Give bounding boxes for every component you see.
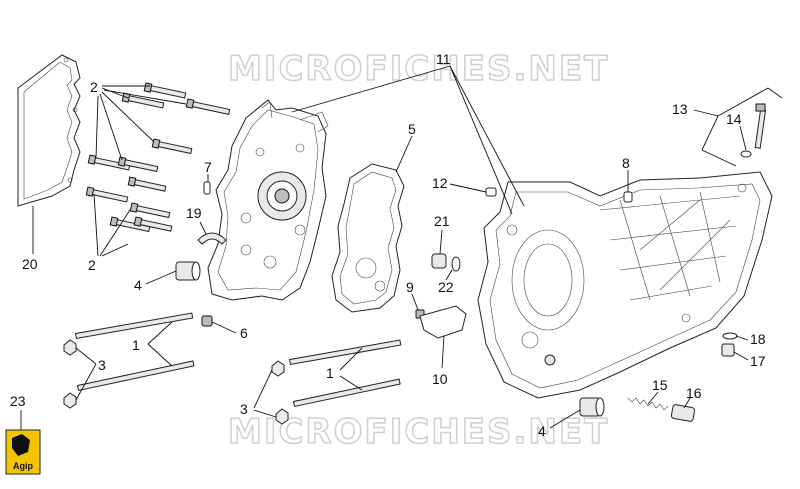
part-18-washer: [722, 332, 738, 340]
part-8-dowel: [623, 191, 633, 203]
callout-7: 7: [204, 159, 212, 175]
part-23-agip-logo: Agip: [5, 429, 41, 475]
callout-21: 21: [434, 213, 450, 229]
part-7-dowel: [203, 181, 211, 195]
part-22-oring: [451, 256, 461, 272]
callout-10: 10: [432, 371, 448, 387]
callout-9: 9: [406, 279, 414, 295]
part-2-bolts: [85, 82, 231, 233]
callout-20: 20: [22, 256, 38, 272]
callout-3-right: 3: [240, 401, 248, 417]
callout-5: 5: [408, 121, 416, 137]
part-21-bushing: [431, 253, 447, 269]
callout-3-left: 3: [98, 357, 106, 373]
watermark-bottom: MICROFICHES.NET: [228, 412, 609, 452]
callout-15: 15: [652, 377, 668, 393]
callout-1-right: 1: [326, 365, 334, 381]
part-16-plug: [670, 404, 696, 422]
agip-logo-text: Agip: [13, 461, 33, 471]
part-17-plug: [721, 343, 735, 357]
part-15-spring: [627, 397, 669, 411]
part-12-dowel: [485, 187, 497, 197]
callout-4-left: 4: [134, 277, 142, 293]
callout-2-upper: 2: [90, 79, 98, 95]
part-11-right-crankcase: [477, 171, 773, 399]
callout-14: 14: [726, 111, 742, 127]
callout-4-right: 4: [538, 423, 546, 439]
watermark-top: MICROFICHES.NET: [228, 49, 609, 89]
callout-11: 11: [436, 51, 451, 67]
callout-19: 19: [186, 205, 202, 221]
callout-labels: 2 2 20 11 5 7 19 4 6 1 3 1 3 12 21 22 9 …: [10, 51, 766, 439]
callout-18: 18: [750, 331, 766, 347]
callout-6: 6: [240, 325, 248, 341]
part-1-studs: [74, 312, 402, 408]
callout-8: 8: [622, 155, 630, 171]
callout-23: 23: [10, 393, 26, 409]
part-3-nuts: [63, 339, 289, 425]
callout-13: 13: [672, 101, 688, 117]
callout-22: 22: [438, 279, 454, 295]
part-6-spring-pin: [201, 315, 213, 327]
part-10-bracket: [419, 305, 467, 339]
callout-16: 16: [686, 385, 702, 401]
leader-lines: [20, 65, 783, 430]
part-14-bolt: [740, 103, 767, 158]
callout-2-lower: 2: [88, 257, 96, 273]
part-11-left-crankcase: [207, 99, 329, 301]
callout-1-left: 1: [132, 337, 140, 353]
part-19-bearing-shell: [197, 232, 227, 245]
callout-12: 12: [432, 175, 448, 191]
callout-17: 17: [750, 353, 766, 369]
part-4-bushings: [175, 261, 605, 417]
part-20-cover-gasket: [17, 54, 81, 207]
part-5-gasket: [331, 163, 405, 313]
